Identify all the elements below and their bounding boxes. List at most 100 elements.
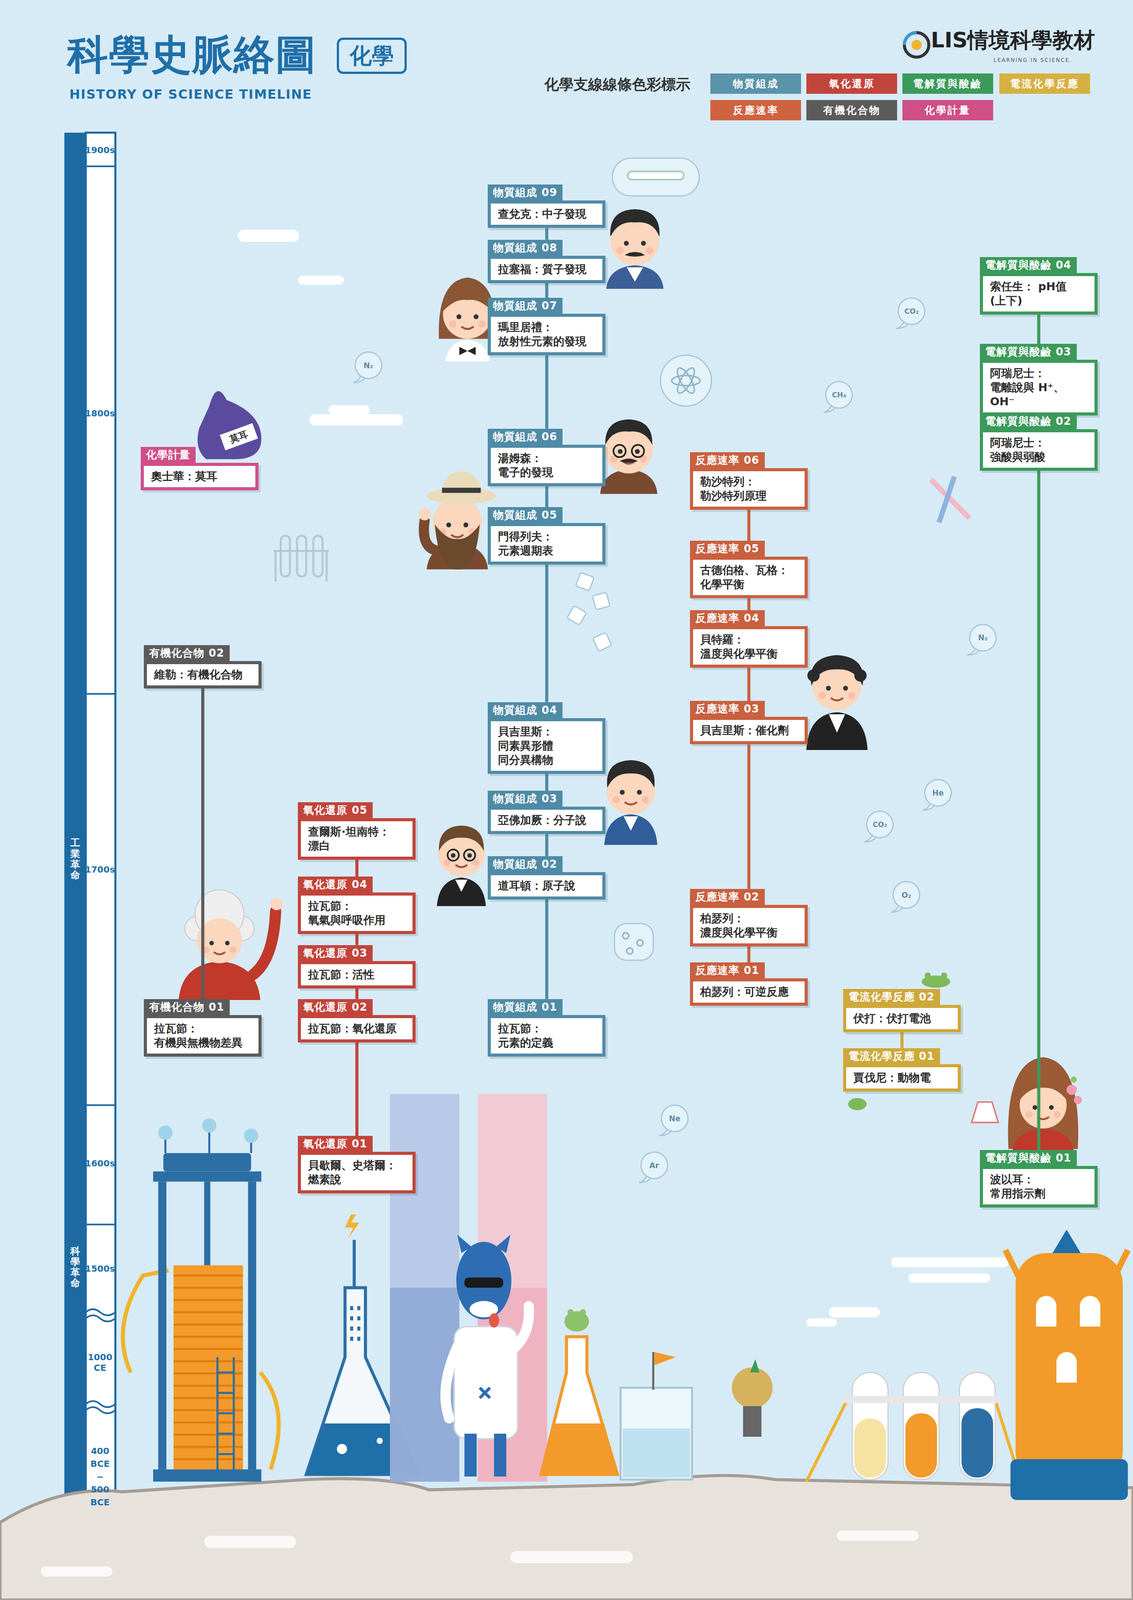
milestone-text: 賈伐尼：動物電	[843, 1064, 961, 1092]
period-label: 1000 CE	[85, 1352, 115, 1374]
era-label: 工業革命	[70, 837, 81, 881]
branch-tag: 有機化合物 01	[143, 999, 230, 1016]
milestone-box: 物質組成 07瑪里居禮： 放射性元素的發現	[487, 297, 606, 356]
period-label: 400 BCE ~ 500 BCE	[85, 1445, 115, 1510]
branch-tag: 氧化還原 02	[297, 999, 373, 1016]
timeline-connector	[1037, 470, 1041, 1151]
subject-tag: 化學	[336, 37, 407, 74]
timeline-connector	[545, 899, 549, 1000]
branch-tag: 反應速率 03	[689, 701, 765, 717]
milestone-box: 氧化還原 04拉瓦節： 氧氣與呼吸作用	[297, 876, 416, 935]
milestone-box: 化學計量奧士華：莫耳	[140, 447, 259, 491]
legend-text: 氧化還原	[828, 77, 875, 91]
timeline-connector	[747, 744, 751, 889]
milestone-text: 湯姆森： 電子的發現	[487, 444, 606, 487]
branch-tag: 反應速率 04	[689, 610, 765, 627]
legend-swatch: 物質組成	[710, 73, 802, 94]
legend-text: 電流化學反應	[1009, 77, 1080, 91]
milestone-text: 瑪里居禮： 放射性元素的發現	[487, 313, 606, 356]
milestone-box: 物質組成 01拉瓦節： 元素的定義	[487, 999, 606, 1057]
gas-label: CH₄	[832, 390, 847, 400]
timeline-connector	[355, 934, 359, 946]
milestone-box: 有機化合物 01拉瓦節： 有機與無機物差異	[143, 999, 262, 1057]
milestone-text: 波以耳： 常用指示劑	[979, 1166, 1098, 1208]
milestone-box: 電流化學反應 02伏打：伏打電池	[843, 989, 961, 1033]
milestone-box: 電解質與酸鹼 03阿瑞尼士： 電離說與 H⁺、OH⁻	[979, 343, 1098, 416]
branch-tag: 物質組成 08	[487, 239, 563, 256]
milestone-text: 勒沙特列： 勒沙特列原理	[689, 468, 808, 510]
branch-tag: 氧化還原 05	[297, 802, 373, 819]
timeline-connector	[355, 1042, 359, 1137]
milestone-text: 道耳頓：原子說	[487, 872, 606, 900]
branch-tag: 電解質與酸鹼 04	[979, 257, 1077, 274]
legend-swatch: 電解質與酸鹼	[902, 73, 994, 94]
legend-text: 反應速率	[732, 103, 779, 118]
milestone-text: 貝吉里斯：催化劑	[689, 716, 808, 745]
period-label: 1700s	[84, 864, 116, 875]
legend-text: 電解質與酸鹼	[913, 77, 983, 91]
timeline-connector	[355, 859, 359, 877]
timeline-connector	[747, 598, 751, 611]
milestone-box: 物質組成 02道耳頓：原子說	[487, 856, 606, 900]
milestone-text: 柏瑟列： 濃度與化學平衡	[689, 905, 808, 947]
branch-tag: 氧化還原 01	[297, 1136, 373, 1153]
gas-label: CO₂	[904, 307, 919, 316]
legend-text: 有機化合物	[823, 103, 881, 118]
milestone-box: 反應速率 01柏瑟列：可逆反應	[689, 962, 808, 1006]
milestone-box: 氧化還原 01貝歇爾、史塔爾： 燃素說	[297, 1136, 416, 1194]
legend-swatch: 電流化學反應	[999, 73, 1091, 94]
milestone-text: 索任生： pH值(上下)	[979, 273, 1098, 315]
milestone-text: 奧士華：莫耳	[140, 462, 259, 491]
branch-tag: 電解質與酸鹼 01	[979, 1150, 1077, 1167]
milestone-text: 拉塞福：質子發現	[487, 255, 606, 284]
legend-swatch: 氧化還原	[806, 73, 898, 94]
milestone-text: 拉瓦節： 元素的定義	[487, 1015, 606, 1057]
timeline-connector	[355, 988, 359, 1000]
milestone-box: 反應速率 03貝吉里斯：催化劑	[689, 701, 808, 745]
milestone-box: 物質組成 09查兌克：中子發現	[487, 184, 606, 228]
branch-tag: 反應速率 02	[689, 889, 765, 906]
milestone-box: 物質組成 04貝吉里斯： 同素異形體 同分異構物	[487, 702, 606, 775]
branch-tag: 電流化學反應 02	[843, 989, 941, 1006]
milestone-box: 物質組成 06湯姆森： 電子的發現	[487, 428, 606, 487]
milestone-box: 氧化還原 02拉瓦節：氧化還原	[297, 999, 416, 1043]
milestone-text: 拉瓦節： 氧氣與呼吸作用	[297, 892, 416, 935]
timeline-connector	[545, 564, 549, 703]
branch-tag: 有機化合物 02	[143, 645, 230, 662]
gas-label: CO₂	[872, 820, 887, 829]
gas-label: N₂	[978, 633, 988, 643]
legend-swatch: 有機化合物	[806, 100, 898, 121]
milestone-text: 拉瓦節： 有機與無機物差異	[143, 1015, 262, 1057]
milestone-box: 電流化學反應 01賈伐尼：動物電	[843, 1048, 961, 1092]
gas-label: Ne	[668, 1114, 681, 1124]
bag-tag: 莫耳	[228, 428, 250, 446]
timeline-connector	[545, 486, 549, 508]
gas-label: Ar	[649, 1161, 659, 1171]
legend-swatch: 化學計量	[902, 100, 994, 121]
milestone-box: 反應速率 04貝特羅： 溫度與化學平衡	[689, 610, 808, 668]
branch-tag: 電解質與酸鹼 02	[979, 413, 1077, 430]
logo-text: LIS情境科學教材	[930, 27, 1095, 54]
branch-tag: 物質組成 02	[487, 856, 563, 873]
milestone-text: 門得列夫： 元素週期表	[487, 523, 606, 565]
legend-text: 物質組成	[732, 77, 779, 91]
milestone-text: 查爾斯·坦南特： 漂白	[297, 818, 416, 860]
milestone-text: 查兌克：中子發現	[487, 200, 606, 228]
milestone-box: 氧化還原 03拉瓦節：活性	[297, 945, 416, 989]
logo-subtext: LEARNING IN SCIENCE.	[993, 57, 1073, 64]
legend-swatch: 反應速率	[710, 100, 802, 121]
milestone-text: 阿瑞尼士： 電離說與 H⁺、OH⁻	[979, 359, 1098, 416]
timeline-connector	[747, 946, 751, 963]
milestone-text: 古德伯格、瓦格： 化學平衡	[689, 556, 808, 599]
branch-tag: 物質組成 06	[487, 428, 563, 445]
timeline-connector	[545, 283, 549, 298]
branch-tag: 電解質與酸鹼 03	[979, 343, 1077, 360]
milestone-box: 電解質與酸鹼 01波以耳： 常用指示劑	[979, 1150, 1098, 1208]
era-label: 科學革命	[70, 1246, 81, 1290]
milestone-box: 反應速率 06勒沙特列： 勒沙特列原理	[689, 452, 808, 510]
branch-tag: 物質組成 05	[487, 507, 563, 524]
milestone-text: 阿瑞尼士： 強酸與弱酸	[979, 429, 1098, 471]
branch-tag: 氧化還原 04	[297, 876, 373, 893]
branch-tag: 物質組成 04	[487, 702, 563, 719]
